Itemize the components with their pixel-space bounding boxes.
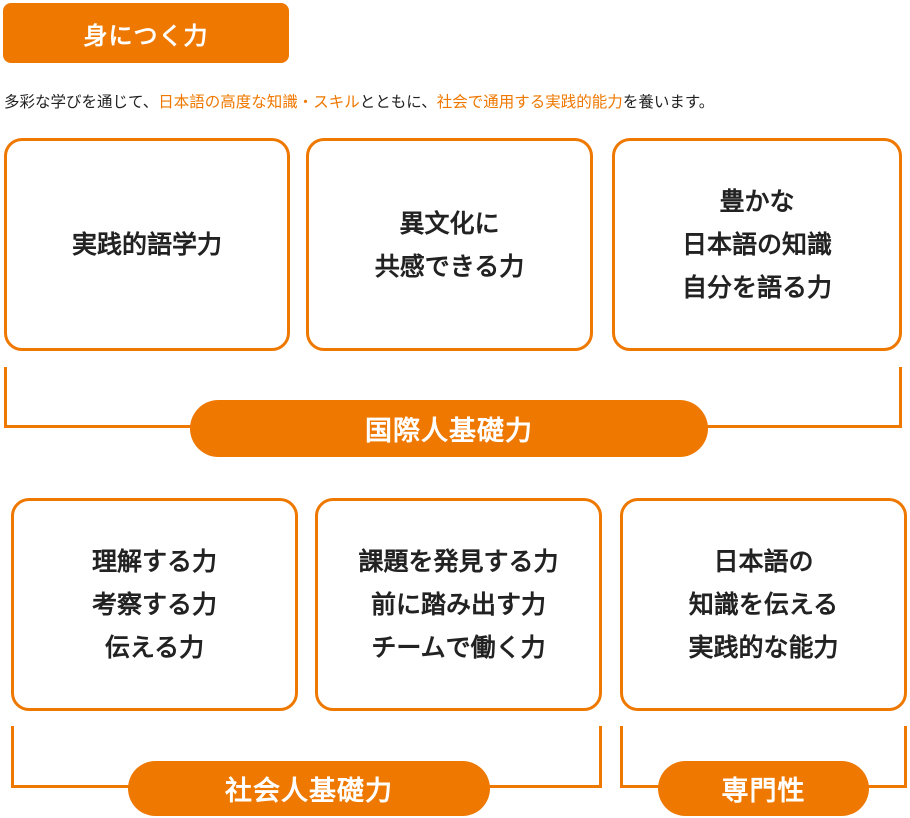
intro-highlight: 社会で通用する実践的能力 — [436, 93, 623, 111]
label-social-text: 社会人基礎力 — [225, 776, 393, 807]
card-text: 異文化に 共感できる力 — [374, 208, 525, 281]
title-tag: 身につく力 — [3, 3, 289, 63]
label-international: 国際人基礎力 — [190, 400, 708, 457]
label-social: 社会人基礎力 — [128, 761, 490, 816]
label-specialty: 専門性 — [658, 761, 869, 816]
card-intercultural: 異文化に 共感できる力 — [306, 138, 593, 351]
intro-highlight: 日本語の高度な知識・スキル — [158, 93, 360, 111]
card-japanese-knowledge: 豊かな 日本語の知識 自分を語る力 — [612, 138, 902, 351]
card-text: 課題を発見する力 前に踏み出す力 チームで働く力 — [358, 547, 559, 662]
label-specialty-text: 専門性 — [721, 776, 806, 807]
card-text: 理解する力 考察する力 伝える力 — [91, 547, 217, 662]
card-understanding: 理解する力 考察する力 伝える力 — [11, 498, 298, 711]
card-teaching-ability: 日本語の 知識を伝える 実践的な能力 — [620, 498, 907, 711]
intro-part: を養います。 — [622, 93, 715, 111]
card-problem-finding: 課題を発見する力 前に踏み出す力 チームで働く力 — [315, 498, 602, 711]
label-international-text: 国際人基礎力 — [365, 416, 533, 447]
card-text: 実践的語学力 — [71, 230, 222, 259]
card-text: 日本語の 知識を伝える 実践的な能力 — [688, 547, 839, 662]
intro-part: 多彩な学びを通じて、 — [4, 93, 159, 111]
title-text: 身につく力 — [83, 21, 209, 50]
card-text: 豊かな 日本語の知識 自分を語る力 — [681, 187, 832, 302]
intro-text: 多彩な学びを通じて、日本語の高度な知識・スキルとともに、社会で通用する実践的能力… — [4, 90, 910, 112]
intro-part: とともに、 — [359, 93, 437, 111]
card-practical-language: 実践的語学力 — [4, 138, 290, 351]
